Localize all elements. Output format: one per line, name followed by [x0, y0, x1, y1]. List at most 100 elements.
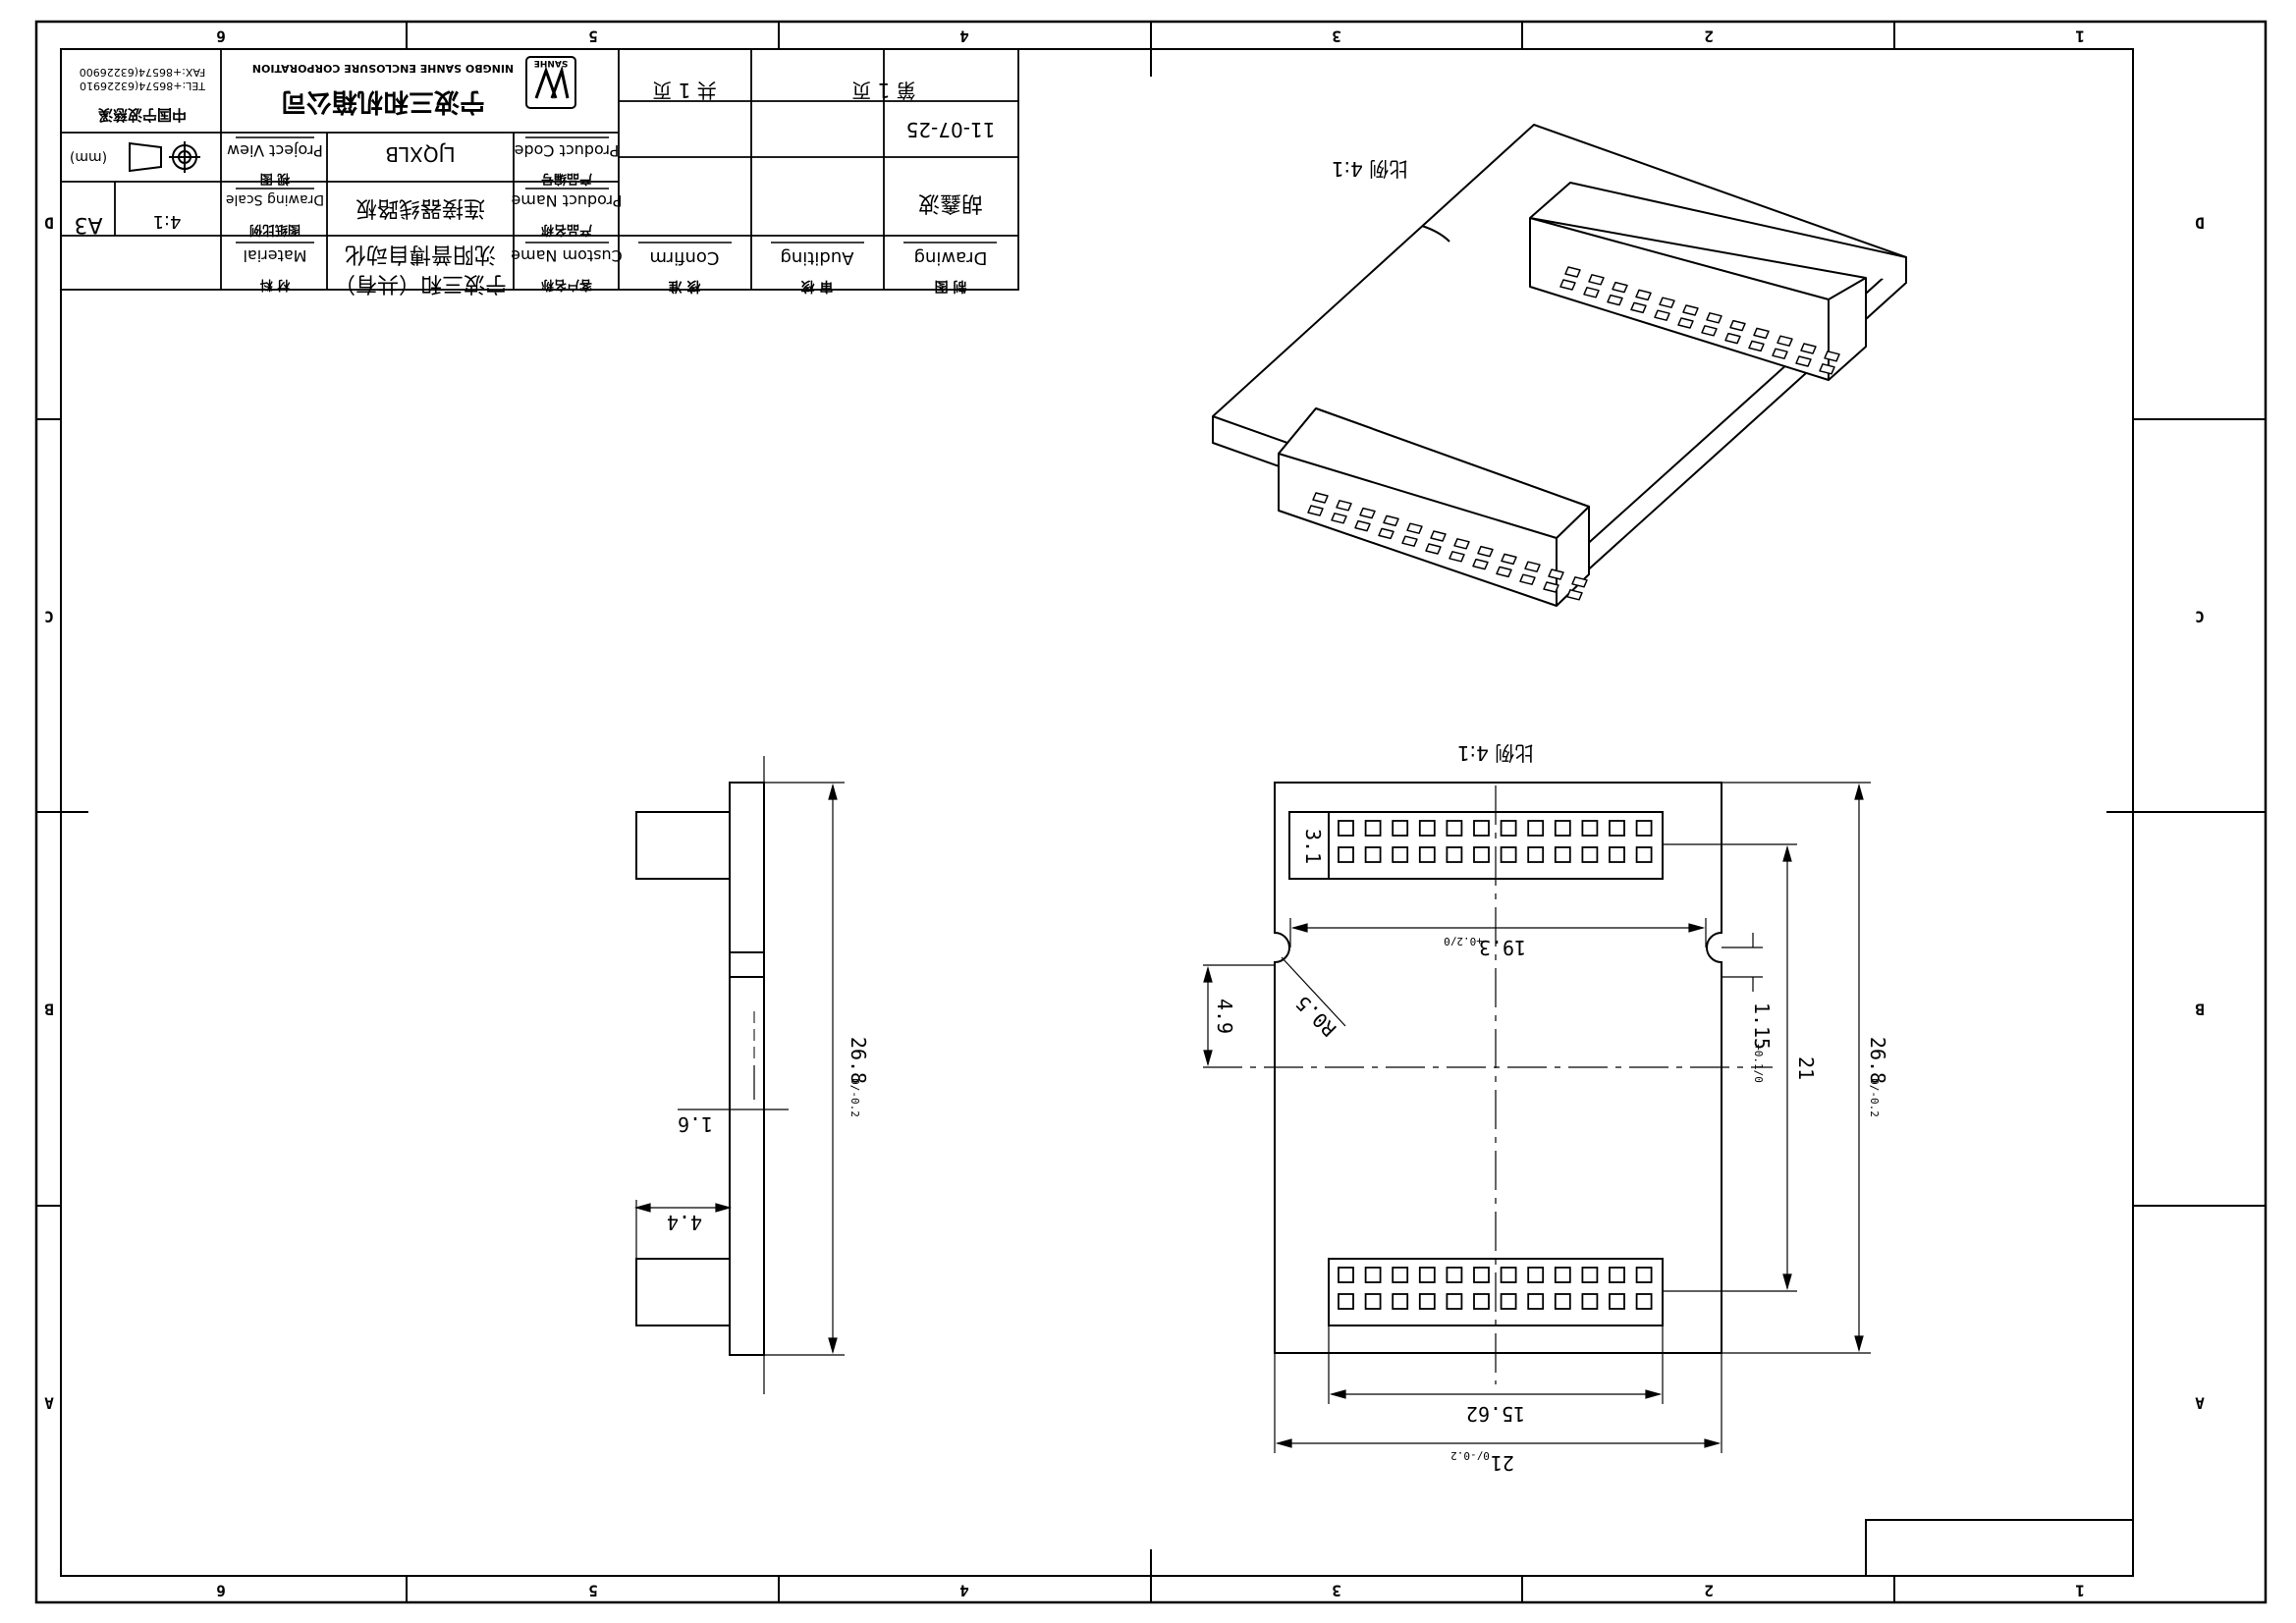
- product-code-value: LJQXLB: [385, 142, 455, 166]
- pin-square: [1418, 820, 1436, 837]
- pin-socket: [1748, 340, 1765, 352]
- pin-socket: [1607, 294, 1623, 306]
- side-thickness-dim: 1.6: [678, 1112, 713, 1136]
- top-zone-5: 5: [588, 27, 598, 46]
- pin-square: [1364, 1293, 1382, 1310]
- pin-socket: [1425, 543, 1442, 555]
- pin-socket: [1819, 363, 1835, 375]
- drawing-scale-label: Drawing Scale: [226, 191, 324, 207]
- pin-square: [1446, 846, 1463, 863]
- pin-square: [1609, 1267, 1625, 1283]
- pin-square: [1338, 1267, 1354, 1283]
- bottom-zone-1: 1: [2075, 1582, 2085, 1600]
- sanhe-logo: SANHE: [525, 56, 576, 109]
- header-length-dim: 15.62: [1466, 1402, 1525, 1426]
- pin-square: [1338, 1293, 1354, 1310]
- project-view-cn: 视 图: [260, 171, 291, 187]
- pin-square: [1527, 1267, 1545, 1283]
- pin-socket: [1359, 507, 1376, 519]
- pin-socket: [1753, 327, 1770, 340]
- pin-socket: [1501, 553, 1517, 566]
- pin-socket: [1772, 348, 1788, 359]
- drawing-date: 11-07-25: [906, 118, 996, 141]
- pin-square: [1609, 846, 1625, 863]
- pin-square: [1446, 1293, 1463, 1310]
- pin-socket: [1654, 309, 1670, 321]
- pin-square: [1554, 846, 1571, 863]
- pin-socket: [1354, 519, 1371, 532]
- pin-square: [1446, 1267, 1463, 1283]
- pin-socket: [1729, 319, 1746, 332]
- material-cn: 材 料: [260, 277, 291, 293]
- custom-name-value-1: 沈阳普博自动化: [345, 242, 496, 266]
- pin-square: [1581, 820, 1599, 837]
- pin-socket: [1383, 514, 1399, 527]
- slot-span-tol: +0.2/0: [1444, 935, 1483, 947]
- right-zone-B: B: [2195, 1001, 2205, 1019]
- pin-square: [1527, 846, 1545, 863]
- side-view: [633, 756, 845, 1394]
- top-zone-2: 2: [1704, 27, 1714, 46]
- front-pins-bottom: [1338, 1267, 1653, 1310]
- right-zone-D: D: [2195, 214, 2205, 233]
- pin-socket: [1571, 576, 1588, 588]
- iso-pins-near: [1307, 492, 1588, 601]
- pin-socket: [1401, 535, 1418, 547]
- slot-width-dim: 1.15: [1750, 1002, 1774, 1050]
- pin-socket: [1331, 513, 1347, 524]
- pin-socket: [1677, 317, 1694, 329]
- product-code-label: Product Code: [515, 141, 620, 160]
- unit-label: (mm): [70, 149, 107, 165]
- side-header-dim: 4.4: [667, 1211, 702, 1234]
- pin-square: [1635, 1267, 1653, 1283]
- pin-socket: [1777, 335, 1793, 347]
- front-width-tol: 0/-0.2: [1450, 1449, 1490, 1462]
- left-zone-B: B: [44, 1001, 54, 1019]
- pin-socket: [1430, 530, 1447, 542]
- pin-square: [1581, 1267, 1599, 1283]
- bottom-zone-6: 6: [216, 1582, 226, 1600]
- front-height-tol: 0/-0.2: [1868, 1078, 1881, 1117]
- pin-socket: [1701, 325, 1718, 337]
- pin-socket: [1543, 581, 1559, 593]
- pin-socket: [1724, 332, 1741, 345]
- pin-square: [1527, 1293, 1545, 1310]
- top-zone-4: 4: [959, 27, 969, 46]
- pin-socket: [1496, 566, 1512, 578]
- pin-socket: [1312, 492, 1329, 504]
- drawer-name: 胡鑫波: [918, 190, 983, 215]
- pin-socket: [1800, 343, 1817, 354]
- company-name-en: NINGBO SANHE ENCLOSURE CORPORATION: [252, 62, 514, 75]
- scale-value: 4:1: [153, 211, 182, 232]
- pin-square: [1364, 846, 1382, 863]
- pin-square: [1392, 1293, 1409, 1310]
- title-block: SANHE 宁波三和机箱公司 NINGBO SANHE ENCLOSURE CO…: [60, 48, 1019, 296]
- top-zone-6: 6: [216, 27, 226, 46]
- pin-square: [1446, 820, 1463, 837]
- product-code-cn: 产品编号: [541, 171, 592, 187]
- pin-square: [1554, 1293, 1571, 1310]
- product-name-label: Product Name: [511, 191, 622, 210]
- top-zone-3: 3: [1332, 27, 1341, 46]
- sheet-size: A3: [74, 212, 102, 237]
- pin-square: [1338, 846, 1354, 863]
- pin-square: [1473, 846, 1490, 863]
- pin-socket: [1406, 522, 1423, 534]
- bottom-zone-4: 4: [959, 1582, 969, 1600]
- front-height-dim: 26.8: [1866, 1037, 1889, 1084]
- front-view: [1203, 782, 1871, 1453]
- project-view-label: Project View: [227, 141, 323, 160]
- pin-square: [1609, 1293, 1625, 1310]
- pin-pitch-dim: 3.1: [1301, 829, 1325, 864]
- pin-square: [1473, 1267, 1490, 1283]
- pin-socket: [1659, 297, 1675, 308]
- auditing-label: Auditing: [780, 247, 853, 268]
- pin-square: [1418, 1293, 1436, 1310]
- bottom-zone-3: 3: [1332, 1582, 1341, 1600]
- pin-square: [1364, 820, 1382, 837]
- pin-socket: [1519, 573, 1536, 585]
- pin-square: [1635, 820, 1653, 837]
- pin-square: [1418, 1267, 1436, 1283]
- top-zone-1: 1: [2075, 27, 2085, 46]
